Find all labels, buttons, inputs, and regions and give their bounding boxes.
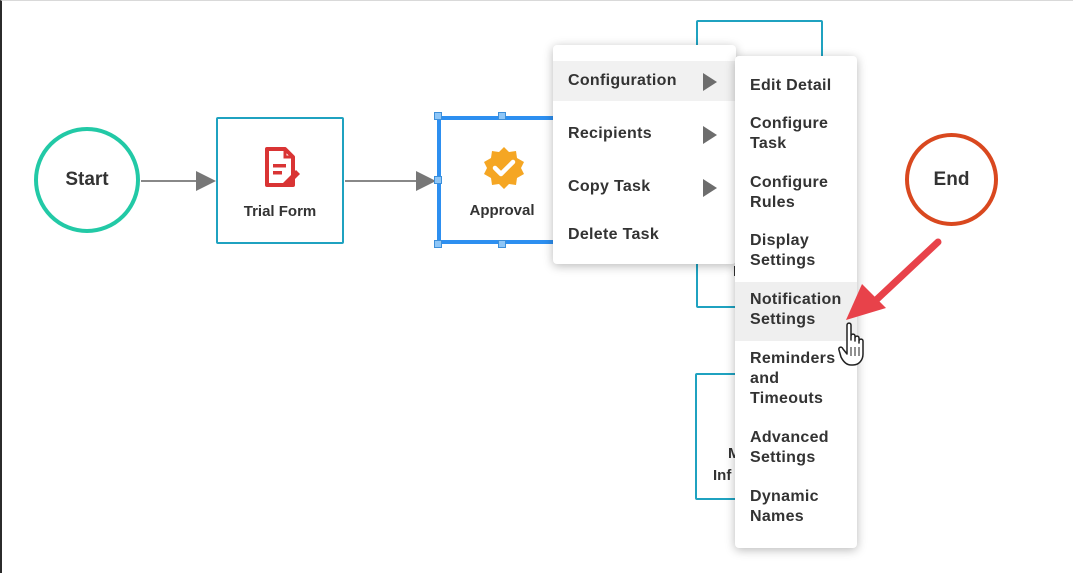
- submenu-item-notification-settings[interactable]: Notification Settings: [735, 282, 857, 341]
- submenu-item-label: Reminders: [750, 350, 836, 367]
- submenu-item-label: Display: [750, 232, 810, 249]
- annotation-arrow-icon: [846, 238, 942, 320]
- submenu-item-label: and: [750, 370, 780, 387]
- start-node[interactable]: Start: [34, 127, 140, 233]
- resize-handle-top-left[interactable]: [434, 112, 442, 120]
- task-context-menu: Configuration Recipients Copy Task Delet…: [553, 45, 736, 264]
- menu-item-label: Configuration: [568, 72, 677, 89]
- submenu-item-label: Settings: [750, 449, 816, 466]
- submenu-item-edit-detail[interactable]: Edit Detail: [735, 76, 857, 98]
- submenu-item-label: Advanced: [750, 429, 829, 446]
- menu-item-configuration[interactable]: Configuration: [553, 61, 736, 101]
- submenu-item-label: Notification: [750, 291, 842, 308]
- submenu-item-label: Names: [750, 508, 804, 525]
- submenu-item-label: Rules: [750, 194, 796, 211]
- submenu-item-label: Settings: [750, 311, 816, 328]
- menu-item-recipients[interactable]: Recipients: [553, 114, 736, 154]
- submenu-item-label: Configure: [750, 174, 829, 191]
- submenu-item-label: Edit Detail: [750, 77, 832, 94]
- submenu-item-label: Task: [750, 135, 787, 152]
- submenu-item-label: Dynamic: [750, 488, 819, 505]
- menu-item-delete-task[interactable]: Delete Task: [553, 215, 736, 255]
- menu-item-label: Copy Task: [568, 178, 651, 195]
- hand-cursor-icon: [838, 322, 864, 366]
- menu-item-label: Delete Task: [568, 226, 660, 243]
- trial-form-label: Trial Form: [243, 203, 317, 220]
- approval-badge-icon: [484, 147, 524, 189]
- submenu-item-configure-rules[interactable]: Configure Rules: [735, 173, 857, 215]
- resize-handle-top[interactable]: [498, 112, 506, 120]
- start-label: Start: [65, 169, 109, 190]
- approval-label: Approval: [469, 202, 535, 219]
- submenu-item-advanced-settings[interactable]: Advanced Settings: [735, 428, 857, 470]
- chevron-right-icon: [703, 73, 717, 91]
- submenu-item-reminders-timeouts[interactable]: Reminders and Timeouts: [735, 349, 857, 411]
- submenu-item-label: Configure: [750, 115, 829, 132]
- resize-handle-bottom-left[interactable]: [434, 240, 442, 248]
- hidden-node-label-line2: Inf: [713, 467, 732, 484]
- resize-handle-bottom[interactable]: [498, 240, 506, 248]
- end-label: End: [933, 168, 970, 190]
- trial-form-task-node[interactable]: Trial Form: [216, 117, 344, 244]
- form-edit-icon: [265, 147, 300, 187]
- approval-task-node[interactable]: Approval: [437, 116, 567, 244]
- submenu-item-dynamic-names[interactable]: Dynamic Names: [735, 487, 857, 529]
- submenu-item-label: Timeouts: [750, 390, 824, 407]
- submenu-item-configure-task[interactable]: Configure Task: [735, 114, 857, 156]
- resize-handle-left[interactable]: [434, 176, 442, 184]
- submenu-item-label: Settings: [750, 252, 816, 269]
- menu-item-label: Recipients: [568, 125, 652, 142]
- chevron-right-icon: [703, 179, 717, 197]
- chevron-right-icon: [703, 126, 717, 144]
- menu-item-copy-task[interactable]: Copy Task: [553, 167, 736, 207]
- submenu-item-display-settings[interactable]: Display Settings: [735, 231, 857, 273]
- end-node[interactable]: End: [905, 133, 998, 226]
- configuration-submenu: Edit Detail Configure Task Configure Rul…: [735, 56, 857, 548]
